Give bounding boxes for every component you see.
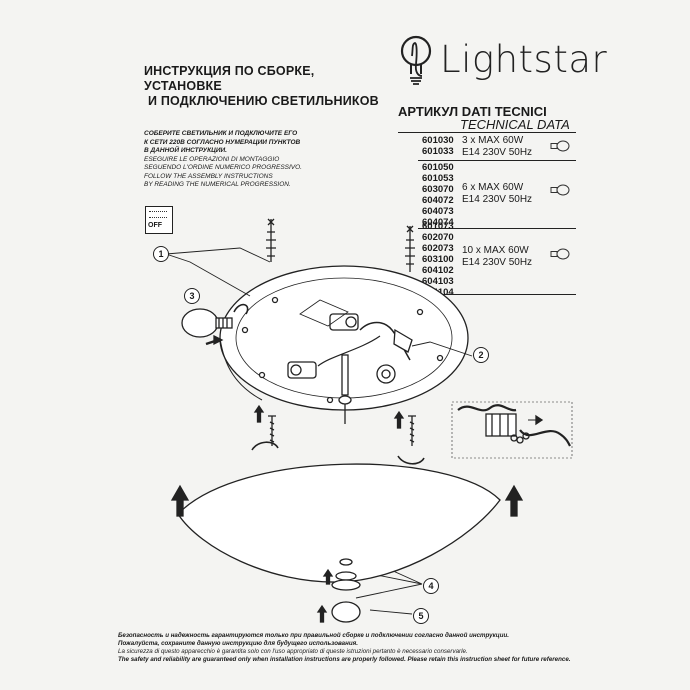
wall-anchor-icon [405, 225, 415, 272]
callout-3: 3 [184, 288, 200, 304]
instruction-ru-line-1: СОБЕРИТЕ СВЕТИЛЬНИК И ПОДКЛЮЧИТЕ ЕГО [144, 130, 298, 137]
article-code: 604102 [422, 265, 454, 276]
up-arrow-icon [393, 410, 405, 429]
spec-power: 6 x MAX 60W [462, 182, 524, 193]
bulb-icon [550, 184, 570, 196]
callout-5: 5 [413, 608, 429, 624]
table-divider [418, 228, 576, 229]
footer-ru-line-2: Пожалуйста, сохраните данную инструкцию … [118, 640, 358, 647]
technical-data-table: АРТИКУЛ DATI TECNICI TECHNICAL DATA 6010… [398, 104, 576, 298]
up-arrow-icon [504, 484, 524, 517]
lamp-holder-icon [329, 313, 359, 331]
article-code: 601073 [422, 221, 454, 232]
lamp-holder-icon [376, 364, 396, 384]
instruction-it-line-1: ESEGUIRE LE OPERAZIONI DI MONTAGGIO [144, 155, 280, 163]
page-title: ИНСТРУКЦИЯ ПО СБОРКЕ, УСТАНОВКЕ И ПОДКЛЮ… [144, 64, 384, 109]
title-line-2: И ПОДКЛЮЧЕНИЮ СВЕТИЛЬНИКОВ [148, 94, 379, 108]
article-code: 601033 [422, 146, 454, 157]
lightbulb-logo-icon [400, 35, 432, 85]
spec-voltage: E14 230V 50Hz [462, 256, 533, 268]
brand-name: Lightstar [440, 38, 608, 81]
article-code: 603100 [422, 254, 454, 265]
up-arrow-icon [253, 404, 265, 423]
article-code: 601053 [422, 173, 454, 184]
article-code: 603070 [422, 184, 454, 195]
callout-4: 4 [423, 578, 439, 594]
spec-power: 10 x MAX 60W [462, 245, 529, 256]
table-divider [398, 132, 576, 133]
title-line-1: ИНСТРУКЦИЯ ПО СБОРКЕ, УСТАНОВКЕ [144, 64, 315, 93]
safety-footer: Безопасность и надежность гарантируются … [118, 632, 588, 664]
article-code: 604074 [422, 217, 454, 228]
screw-icon [408, 415, 416, 446]
spec-voltage: E14 230V 50Hz [462, 146, 533, 158]
power-off-switch: OFF [145, 206, 173, 234]
article-code: 601050 [422, 162, 454, 173]
footer-ru-line-1: Безопасность и надежность гарантируются … [118, 632, 510, 639]
glass-shade [177, 463, 501, 583]
assembly-instructions: СОБЕРИТЕ СВЕТИЛЬНИК И ПОДКЛЮЧИТЕ ЕГО К С… [144, 130, 334, 190]
bulb-icon [181, 308, 233, 338]
rotate-arrow-icon [233, 303, 249, 315]
lamp-holder-icon [287, 361, 317, 379]
bulb-icon [550, 248, 570, 260]
instruction-en-line-1: FOLLOW THE ASSEMBLY INSTRUCTIONS [144, 172, 273, 180]
footer-it-line: La sicurezza di questo apparecchio è gar… [118, 648, 468, 655]
callout-1: 1 [153, 246, 169, 262]
spec-voltage: E14 230V 50Hz [462, 193, 533, 205]
article-code: 602070 [422, 232, 454, 243]
footer-en-line: The safety and reliability are guarantee… [118, 656, 571, 663]
instruction-en-line-2: BY READING THE NUMERICAL PROGRESSION. [144, 181, 291, 188]
article-code: 602073 [422, 243, 454, 254]
article-code: 604072 [422, 195, 454, 206]
article-subheader: TECHNICAL DATA [460, 117, 570, 132]
instruction-ru-line-3: В ДАННОЙ ИНСТРУКЦИИ. [144, 147, 227, 154]
article-code: 604073 [422, 206, 454, 217]
switch-indicator-icon [149, 211, 167, 218]
up-arrow-icon [322, 568, 334, 585]
callout-2: 2 [473, 347, 489, 363]
rotate-arrow-icon [397, 455, 425, 465]
instruction-ru-line-2: К СЕТИ 220В СОГЛАСНО НУМЕРАЦИИ ПУНКТОВ [144, 138, 301, 146]
switch-off-label: OFF [148, 222, 162, 229]
decorative-cap [331, 601, 361, 623]
table-divider [418, 294, 576, 295]
terminal-block-inset [451, 401, 573, 459]
article-code: 601030 [422, 135, 454, 146]
logo: Lightstar [398, 34, 607, 94]
wall-anchor-icon [266, 218, 276, 262]
instruction-it-line-2: SEGUENDO L'ORDINE NUMERICO PROGRESSIVO. [144, 164, 302, 171]
article-header: АРТИКУЛ DATI TECNICI [398, 104, 547, 119]
up-arrow-icon [316, 604, 328, 623]
table-divider [418, 160, 576, 161]
rotate-arrow-icon [251, 441, 279, 451]
bulb-icon [550, 140, 570, 152]
up-arrow-icon [170, 484, 190, 517]
screw-icon [268, 415, 276, 446]
article-code: 604103 [422, 276, 454, 287]
spec-power: 3 x MAX 60W [462, 135, 524, 146]
